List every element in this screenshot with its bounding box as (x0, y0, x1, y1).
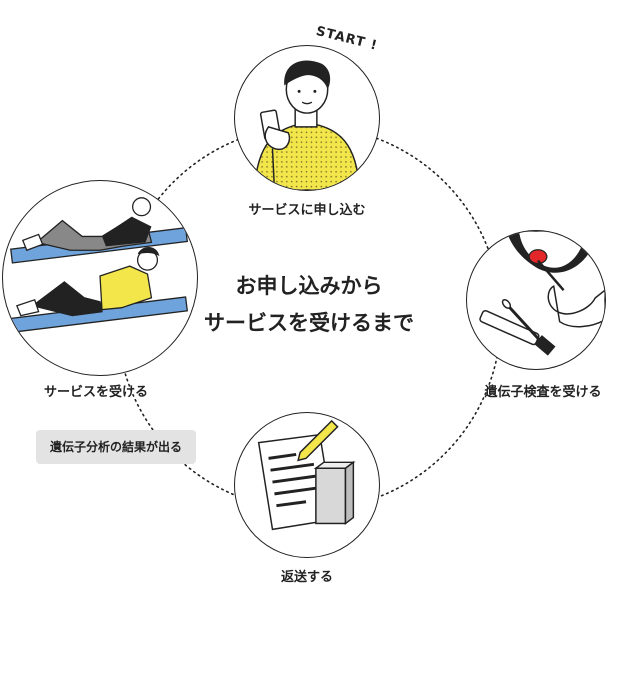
step-return-label: 返送する (280, 570, 334, 585)
center-title-line1: お申し込みから (235, 274, 383, 298)
step-service-illustration (2, 180, 198, 376)
step-test-illustration (466, 230, 606, 370)
step-service-label: サービスを受ける (43, 385, 149, 400)
cheek-swab-icon (479, 231, 605, 356)
step-apply-label: サービスに申し込む (248, 203, 366, 218)
step-apply-illustration (234, 45, 380, 191)
analysis-result-badge: 遺伝子分析の結果が出る (36, 430, 197, 464)
exercising-people-icon (10, 197, 189, 333)
center-title-line2: サービスを受けるまで (204, 311, 414, 335)
step-return-illustration (234, 412, 380, 558)
center-title: お申し込みから サービスを受けるまで (179, 268, 439, 342)
step-test-label: 遺伝子検査を受ける (484, 385, 602, 400)
document-and-pen-icon (257, 419, 356, 531)
person-with-phone-icon (253, 60, 361, 190)
